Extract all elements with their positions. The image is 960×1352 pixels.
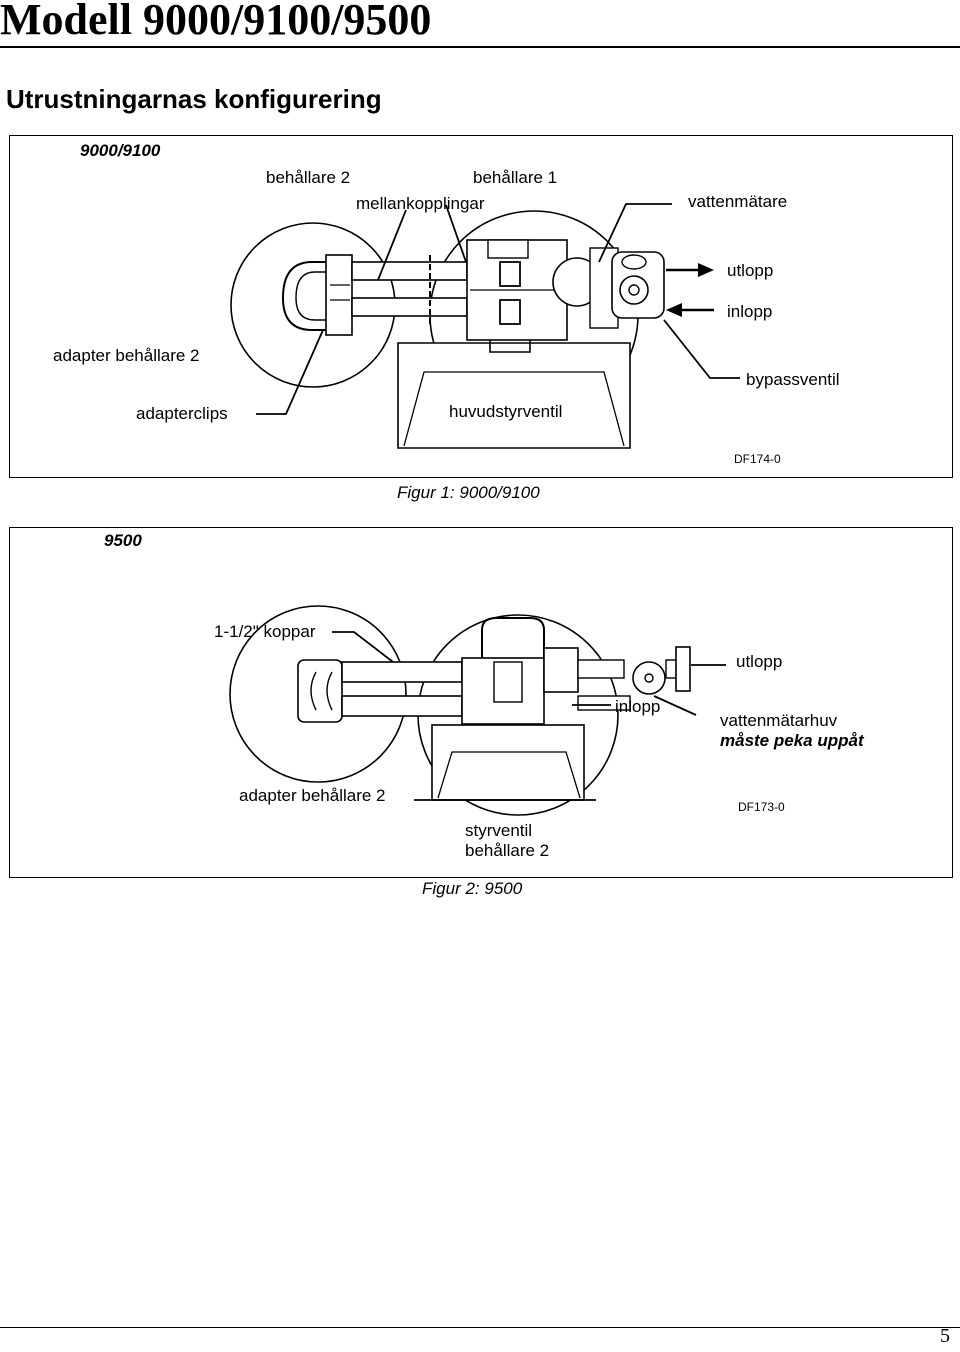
label-outlet: utlopp <box>727 261 774 280</box>
footer-rule <box>0 1327 960 1328</box>
document-title: Modell 9000/9100/9500 <box>0 0 432 44</box>
figure-2-caption-model: 9500 <box>484 879 523 898</box>
figure-1-caption-prefix: Figur 1: <box>397 483 460 502</box>
label-inlet-2: inlopp <box>615 697 661 716</box>
label-meter-cap-line1: vattenmätarhuv <box>720 711 838 730</box>
figure-2-model-label: 9500 <box>104 531 142 550</box>
title-rule <box>0 46 960 48</box>
label-main-valve: huvudstyrventil <box>449 402 563 421</box>
figure-1-caption: Figur 1: 9000/9100 <box>397 483 540 503</box>
label-interconnect: mellankopplingar <box>356 194 485 213</box>
figure-2-code: DF173-0 <box>738 800 785 814</box>
label-inlet: inlopp <box>727 302 773 321</box>
label-bypass: bypassventil <box>746 370 840 389</box>
figure-2-caption: Figur 2: 9500 <box>422 879 522 899</box>
label-adapter-tank2: adapter behållare 2 <box>53 346 200 365</box>
label-outlet-2: utlopp <box>736 652 783 671</box>
label-tank1: behållare 1 <box>473 168 558 187</box>
label-meter-cap-line2: måste peka uppåt <box>720 731 864 750</box>
figure-1-frame <box>9 135 953 478</box>
figure-1-code: DF174-0 <box>734 452 781 466</box>
figure-1-model-label: 9000/9100 <box>80 141 161 160</box>
label-adapter-clips: adapterclips <box>136 404 228 423</box>
label-tank2: behållare 2 <box>266 168 351 187</box>
figure-2-frame <box>9 527 953 878</box>
label-control-valve-line1: styrventil <box>465 821 533 840</box>
label-control-valve-line2: behållare 2 <box>465 841 550 860</box>
page-number: 5 <box>940 1325 950 1347</box>
label-adapter-tank2-2: adapter behållare 2 <box>239 786 386 805</box>
figure-1-caption-model: 9000/9100 <box>459 483 540 502</box>
figure-2-caption-prefix: Figur 2: <box>422 879 485 898</box>
section-title: Utrustningarnas konfigurering <box>6 84 382 114</box>
label-copper: 1-1/2" koppar <box>214 622 316 641</box>
label-water-meter: vattenmätare <box>688 192 788 211</box>
